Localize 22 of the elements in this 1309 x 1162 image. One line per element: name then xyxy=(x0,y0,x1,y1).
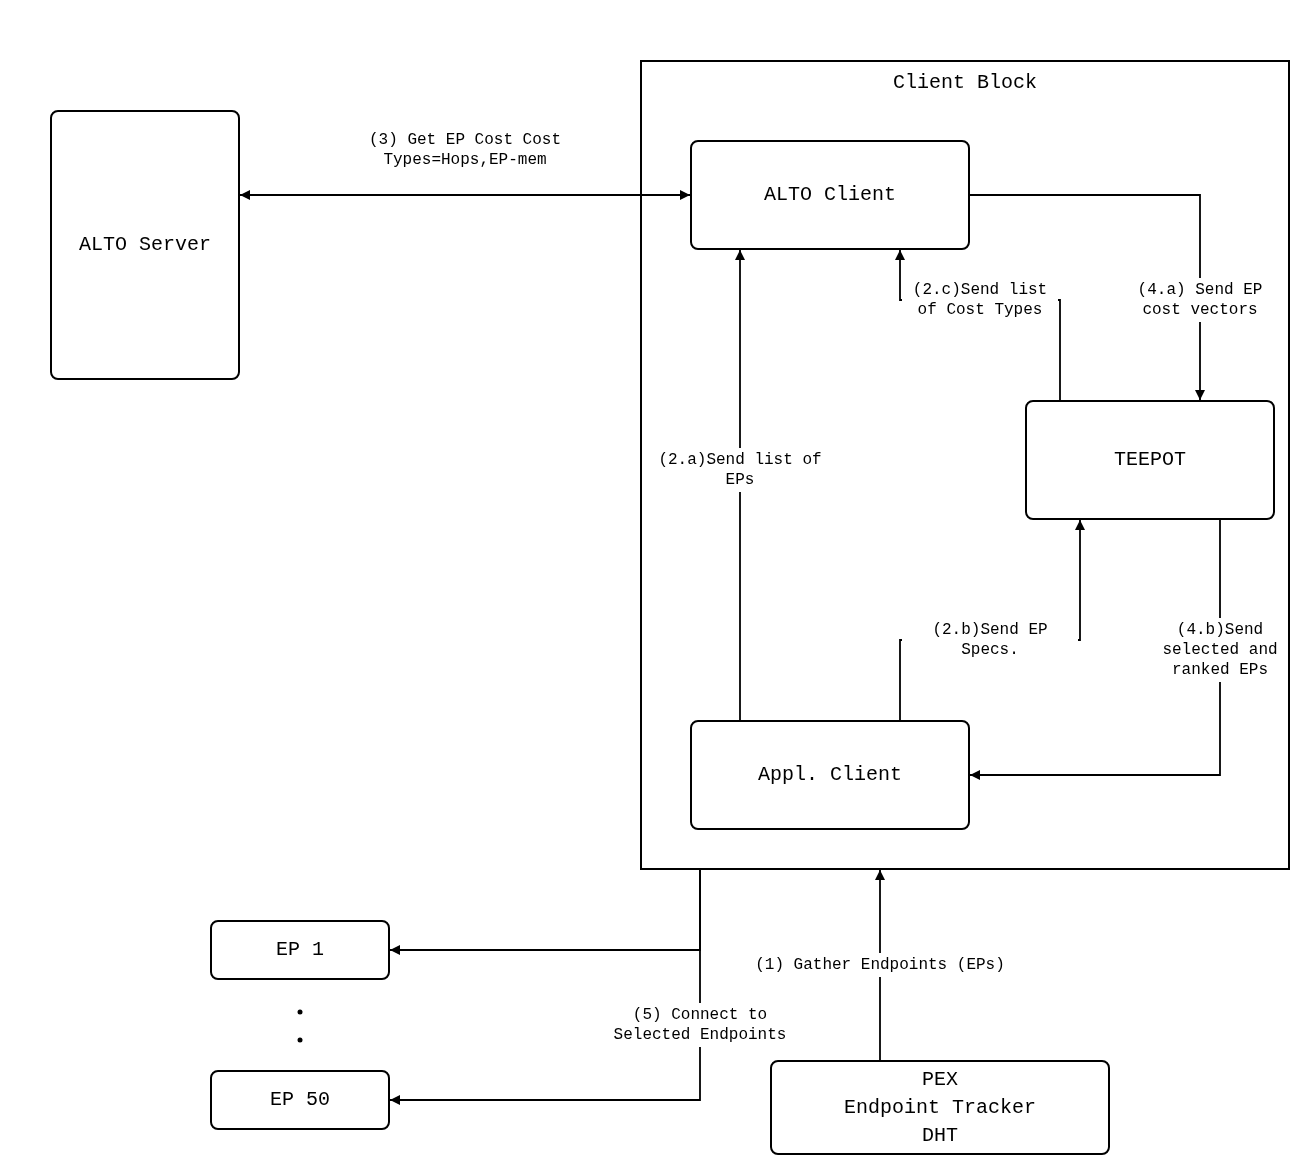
box-label: EP 50 xyxy=(269,1087,331,1113)
process-box xyxy=(690,720,970,830)
group-heading: Client Block xyxy=(893,70,1037,96)
box-label: ALTO Client xyxy=(763,182,897,208)
process-box xyxy=(690,140,970,250)
arrow xyxy=(239,190,691,200)
process-box xyxy=(770,1060,1110,1155)
box-label: DHT xyxy=(921,1122,959,1149)
process-box xyxy=(210,1070,390,1130)
box-label: Endpoint Tracker xyxy=(843,1094,1037,1121)
box-label: ALTO Server xyxy=(78,232,212,258)
group-frame xyxy=(640,60,1290,870)
process-box xyxy=(210,920,390,980)
arrow xyxy=(735,249,745,721)
box-label: Appl. Client xyxy=(757,762,903,788)
box-label: PEX xyxy=(921,1066,959,1093)
box-label: EP 1 xyxy=(275,937,325,963)
arrow xyxy=(969,194,1205,401)
process-box xyxy=(50,110,240,380)
process-box xyxy=(1025,400,1275,520)
arrow xyxy=(389,869,701,1105)
box-label: TEEPOT xyxy=(1113,447,1187,473)
